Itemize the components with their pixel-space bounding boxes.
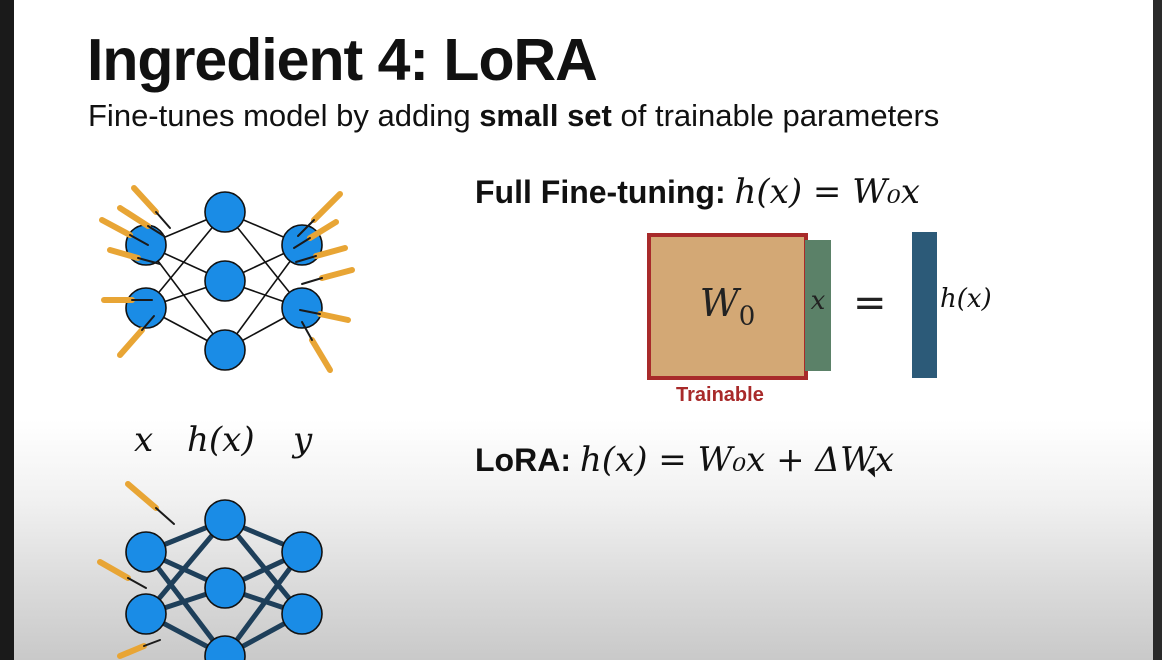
trainable-label: Trainable (676, 384, 764, 406)
w0-matrix-letter: W (699, 281, 739, 325)
lora-network-nodes (125, 499, 323, 660)
w0-matrix: W0 (647, 233, 808, 380)
lora-label: LoRA: (475, 442, 571, 478)
wrench-icons (99, 185, 355, 373)
right-video-border (1153, 0, 1162, 660)
left-video-border (0, 0, 14, 660)
network-label-x: x (134, 420, 154, 460)
equals-sign: = (853, 280, 887, 326)
w0-matrix-label: W0 (651, 281, 804, 332)
slide-subtitle: Fine-tunes model by adding small set of … (88, 98, 939, 134)
subtitle-suffix: of trainable parameters (611, 98, 940, 133)
network-nodes (125, 191, 323, 371)
slide-title: Ingredient 4: LoRA (87, 27, 598, 93)
lora-row: LoRA: h(x) = W₀x + ΔWx (475, 440, 894, 480)
h-vector-label: h(x) (940, 284, 992, 314)
lora-equation: h(x) = W₀x + ΔWx (579, 440, 895, 480)
full-finetuning-row: Full Fine-tuning: h(x) = W₀x (475, 172, 920, 212)
subtitle-bold: small set (479, 98, 612, 133)
network-label-h: h(x) (187, 420, 255, 460)
full-finetuning-equation: h(x) = W₀x (734, 172, 920, 212)
x-vector: x (805, 240, 831, 371)
subtitle-prefix: Fine-tunes model by adding (88, 98, 480, 133)
h-vector (912, 232, 937, 378)
w0-matrix-subscript: 0 (738, 301, 756, 332)
full-finetune-network-diagram (99, 185, 355, 373)
network-label-y: y (293, 420, 313, 460)
lora-network-diagram (97, 481, 323, 660)
lora-wrench-icons (97, 481, 175, 659)
x-vector-label: x (810, 286, 826, 316)
full-finetuning-label: Full Fine-tuning: (475, 174, 726, 210)
